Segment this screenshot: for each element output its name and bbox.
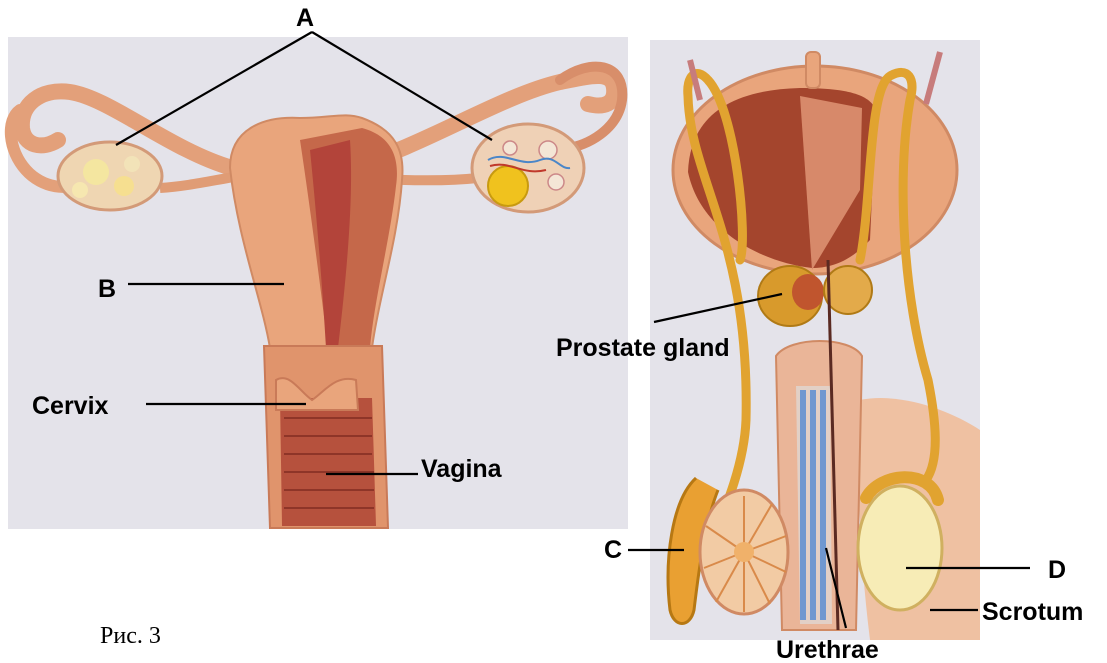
label-b: B [98, 275, 116, 303]
label-c: C [604, 536, 622, 564]
figure-caption: Рис. 3 [100, 623, 161, 649]
label-d: D [1048, 556, 1066, 584]
label-urethrae: Urethrae [776, 636, 879, 663]
label-scrotum: Scrotum [982, 598, 1083, 626]
label-prostate-gland: Prostate gland [556, 334, 730, 362]
label-vagina: Vagina [421, 455, 503, 483]
erectile-tissue [800, 390, 826, 620]
left-testis [668, 478, 788, 624]
label-cervix: Cervix [32, 392, 109, 420]
label-a: A [296, 4, 314, 32]
left-ovary [58, 142, 162, 210]
